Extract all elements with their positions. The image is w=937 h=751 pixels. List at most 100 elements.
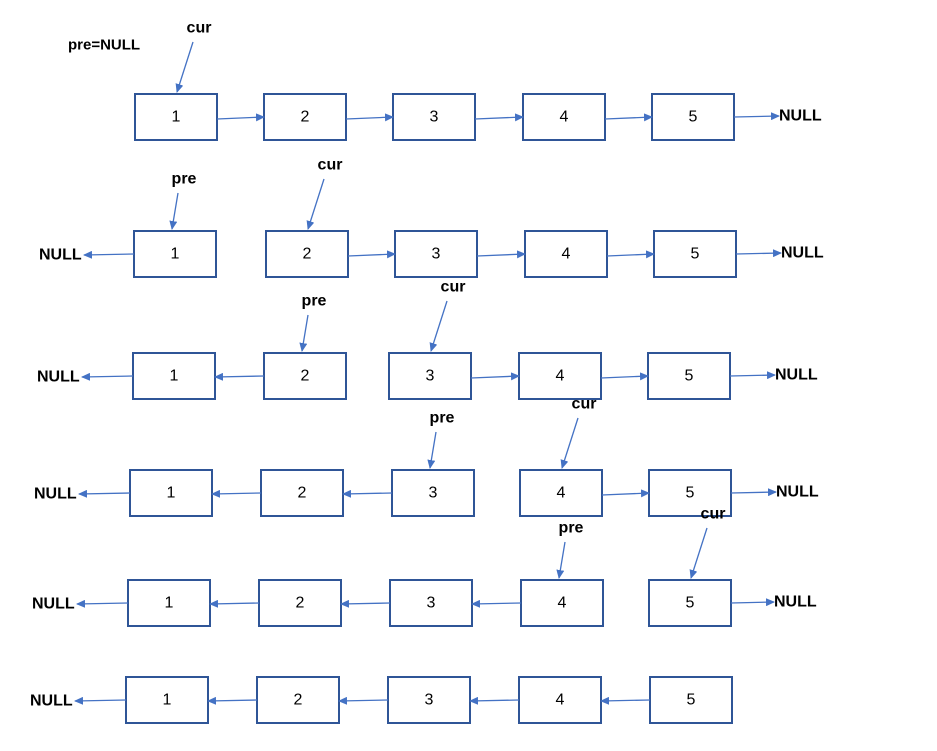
- tail-null-label: NULL: [775, 367, 818, 384]
- list-node-value: 3: [430, 109, 439, 126]
- tail-null-label: NULL: [776, 484, 819, 501]
- list-node-value: 2: [301, 368, 310, 385]
- list-node-value: 3: [429, 485, 438, 502]
- list-node-value: 5: [687, 692, 696, 709]
- list-node-value: 4: [556, 692, 565, 709]
- next-link-arrow: [474, 113, 524, 122]
- head-null-arrow: [81, 372, 134, 381]
- tail-null-arrow: [729, 371, 776, 380]
- tail-null-label: NULL: [779, 108, 822, 125]
- next-link-arrow: [606, 250, 655, 259]
- reversed-link-arrow: [471, 599, 522, 608]
- reversed-link-arrow: [342, 489, 393, 498]
- pre-pointer-label: pre: [559, 520, 584, 537]
- list-node-box: [388, 352, 472, 400]
- next-link-arrow: [601, 489, 650, 498]
- list-node-value: 1: [172, 109, 181, 126]
- cur-pointer-label: cur: [701, 506, 726, 523]
- pre-pointer-arrow: [556, 541, 566, 579]
- next-link-arrow: [347, 250, 396, 259]
- head-null-arrow: [83, 250, 135, 259]
- list-node-value: 5: [686, 595, 695, 612]
- list-node-value: 5: [685, 368, 694, 385]
- head-null-arrow: [76, 599, 129, 608]
- reversed-link-arrow: [340, 599, 391, 608]
- reversed-link-arrow: [211, 489, 262, 498]
- cur-pointer-arrow: [560, 417, 579, 469]
- cur-pointer-arrow: [429, 300, 448, 352]
- list-node-box: [389, 579, 473, 627]
- list-node-value: 2: [294, 692, 303, 709]
- list-node-value: 3: [427, 595, 436, 612]
- list-node-value: 2: [298, 485, 307, 502]
- list-node-box: [387, 676, 471, 724]
- list-node-box: [651, 93, 735, 141]
- list-node-box: [518, 676, 602, 724]
- list-node-value: 4: [557, 485, 566, 502]
- step-row-5: 1 2 3 4 5 NULL NULL cur pre: [32, 506, 817, 627]
- list-node-value: 4: [562, 246, 571, 263]
- reversed-link-arrow: [207, 696, 258, 705]
- tail-null-arrow: [730, 598, 775, 607]
- list-node-value: 1: [170, 368, 179, 385]
- next-link-arrow: [604, 113, 653, 122]
- tail-null-arrow: [733, 112, 780, 121]
- reversed-link-arrow: [214, 372, 265, 381]
- list-node-box: [522, 93, 606, 141]
- next-link-arrow: [216, 113, 265, 122]
- step-row-1: 1 2 3 4 5 NULL cur: [134, 20, 822, 141]
- next-link-arrow: [476, 250, 526, 259]
- list-node-value: 2: [301, 109, 310, 126]
- list-node-value: 3: [425, 692, 434, 709]
- pre-pointer-label: pre: [430, 410, 455, 427]
- list-node-value: 1: [165, 595, 174, 612]
- list-node-box: [392, 93, 476, 141]
- list-node-box: [263, 352, 347, 400]
- step-row-6: 1 2 3 4 5 NULL: [30, 676, 733, 724]
- cur-pointer-arrow: [306, 178, 325, 230]
- init-pre-label: pre=NULL: [68, 37, 140, 54]
- head-null-arrow: [74, 696, 127, 705]
- pre-pointer-arrow: [427, 431, 437, 469]
- reversed-link-arrow: [209, 599, 260, 608]
- list-node-box: [258, 579, 342, 627]
- list-node-value: 1: [163, 692, 172, 709]
- list-node-value: 4: [558, 595, 567, 612]
- next-link-arrow: [600, 372, 649, 381]
- reversed-link-arrow: [469, 696, 520, 705]
- list-node-box: [648, 469, 732, 517]
- list-node-box: [263, 93, 347, 141]
- list-node-box: [648, 579, 732, 627]
- tail-null-label: NULL: [774, 594, 817, 611]
- cur-pointer-arrow: [175, 41, 194, 93]
- cur-pointer-arrow: [689, 527, 708, 579]
- list-node-value: 3: [432, 246, 441, 263]
- list-node-value: 4: [560, 109, 569, 126]
- pre-pointer-label: pre: [302, 293, 327, 310]
- head-null-label: NULL: [39, 247, 82, 264]
- list-node-box: [134, 93, 218, 141]
- list-node-value: 1: [171, 246, 180, 263]
- head-null-label: NULL: [30, 693, 73, 710]
- cur-pointer-label: cur: [441, 279, 466, 296]
- list-node-value: 5: [689, 109, 698, 126]
- reversed-link-arrow: [338, 696, 389, 705]
- cur-pointer-label: cur: [187, 20, 212, 37]
- list-node-value: 3: [426, 368, 435, 385]
- head-null-label: NULL: [37, 369, 80, 386]
- list-node-box: [519, 469, 603, 517]
- pre-pointer-label: pre: [172, 171, 197, 188]
- tail-null-arrow: [735, 249, 782, 258]
- list-node-box: [649, 676, 733, 724]
- next-link-arrow: [345, 113, 394, 122]
- head-null-label: NULL: [32, 596, 75, 613]
- cur-pointer-label: cur: [318, 157, 343, 174]
- list-node-box: [265, 230, 349, 278]
- list-node-box: [518, 352, 602, 400]
- head-null-label: NULL: [34, 486, 77, 503]
- list-node-value: 2: [296, 595, 305, 612]
